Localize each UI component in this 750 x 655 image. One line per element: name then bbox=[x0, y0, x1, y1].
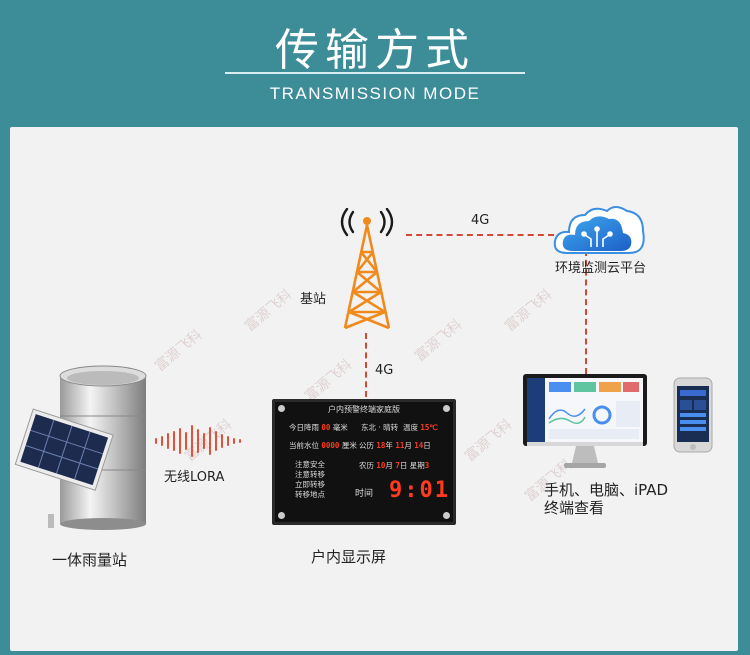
screw bbox=[443, 512, 450, 519]
time-label: 时间 bbox=[355, 489, 374, 499]
level-value: 0000 bbox=[321, 441, 340, 450]
solar-month: 11 bbox=[395, 441, 405, 450]
alert-note: 立即转移 bbox=[295, 480, 325, 489]
terminals-label-line1: 手机、电脑、iPAD bbox=[544, 481, 669, 499]
level-unit: 厘米 bbox=[341, 441, 357, 450]
link-label-4g-top: 4G bbox=[471, 213, 490, 228]
display-title: 户内预警终端家庭版 bbox=[328, 405, 400, 414]
solar-day: 14 bbox=[414, 441, 424, 450]
cloud-platform-label: 环境监测云平台 bbox=[555, 261, 647, 276]
time-value: 9:01 bbox=[389, 478, 450, 503]
title-divider bbox=[225, 72, 525, 74]
rain-station-label: 一体雨量站 bbox=[52, 551, 128, 569]
link-label-4g-display: 4G bbox=[375, 363, 394, 378]
lunar-day: 7 bbox=[395, 461, 400, 470]
indoor-display-label: 户内显示屏 bbox=[311, 548, 387, 566]
lora-label: 无线LORA bbox=[164, 470, 225, 485]
solar-year: 18 bbox=[376, 441, 386, 450]
display-temp-row: 温度 15℃ bbox=[403, 422, 438, 433]
week-value: 3 bbox=[424, 461, 430, 470]
link-tower-cloud bbox=[406, 234, 554, 236]
rain-value: 00 bbox=[321, 423, 331, 432]
week-label: 星期 bbox=[409, 461, 425, 470]
solar-label: 公历 bbox=[359, 441, 374, 450]
temp-value: 15 bbox=[420, 423, 430, 432]
link-cloud-terminals bbox=[585, 250, 587, 374]
cloud-icon bbox=[553, 206, 645, 254]
lunar-month-unit: 月 bbox=[385, 461, 393, 470]
display-level-row: 当前水位 0000 厘米 bbox=[289, 440, 357, 451]
terminals-label-line2: 终端查看 bbox=[544, 499, 605, 517]
display-solar-date: 公历 18年 11月 14日 bbox=[359, 440, 431, 451]
temp-unit: ℃ bbox=[429, 423, 438, 432]
display-weather: 东北 · 晴转 bbox=[361, 423, 399, 432]
screw bbox=[443, 405, 450, 412]
alert-note: 转移地点 bbox=[295, 490, 325, 499]
temp-label: 温度 bbox=[403, 423, 418, 432]
base-station-label: 基站 bbox=[300, 292, 327, 307]
page-title: 传输方式 bbox=[275, 25, 475, 76]
smartphone-icon bbox=[673, 377, 713, 453]
link-tower-display bbox=[365, 333, 367, 397]
alert-note: 注意转移 bbox=[295, 470, 325, 479]
wireless-wave-icon bbox=[155, 425, 241, 457]
day-unit: 日 bbox=[423, 441, 431, 450]
alert-note: 注意安全 bbox=[295, 460, 325, 469]
month-unit: 月 bbox=[404, 441, 412, 450]
rain-label: 今日降雨 bbox=[289, 423, 319, 432]
rain-unit: 毫米 bbox=[332, 423, 348, 432]
rain-gauge-station-icon bbox=[14, 365, 147, 530]
screw bbox=[278, 512, 285, 519]
screw bbox=[278, 405, 285, 412]
page-subtitle: TRANSMISSION MODE bbox=[269, 84, 481, 103]
lunar-month: 10 bbox=[376, 461, 386, 470]
display-rain-row: 今日降雨 00 毫米 bbox=[289, 422, 348, 433]
lunar-day-unit: 日 bbox=[399, 461, 408, 470]
cell-tower-icon bbox=[340, 208, 394, 330]
desktop-monitor-icon bbox=[523, 374, 647, 468]
level-label: 当前水位 bbox=[289, 441, 319, 450]
display-lunar-date: 农历 10月 7日 星期3 bbox=[359, 460, 429, 471]
year-unit: 年 bbox=[385, 441, 393, 450]
indoor-display-screen: 户内预警终端家庭版 今日降雨 00 毫米 东北 · 晴转 温度 15℃ 当前水位… bbox=[272, 399, 456, 525]
lunar-label: 农历 bbox=[359, 461, 374, 470]
